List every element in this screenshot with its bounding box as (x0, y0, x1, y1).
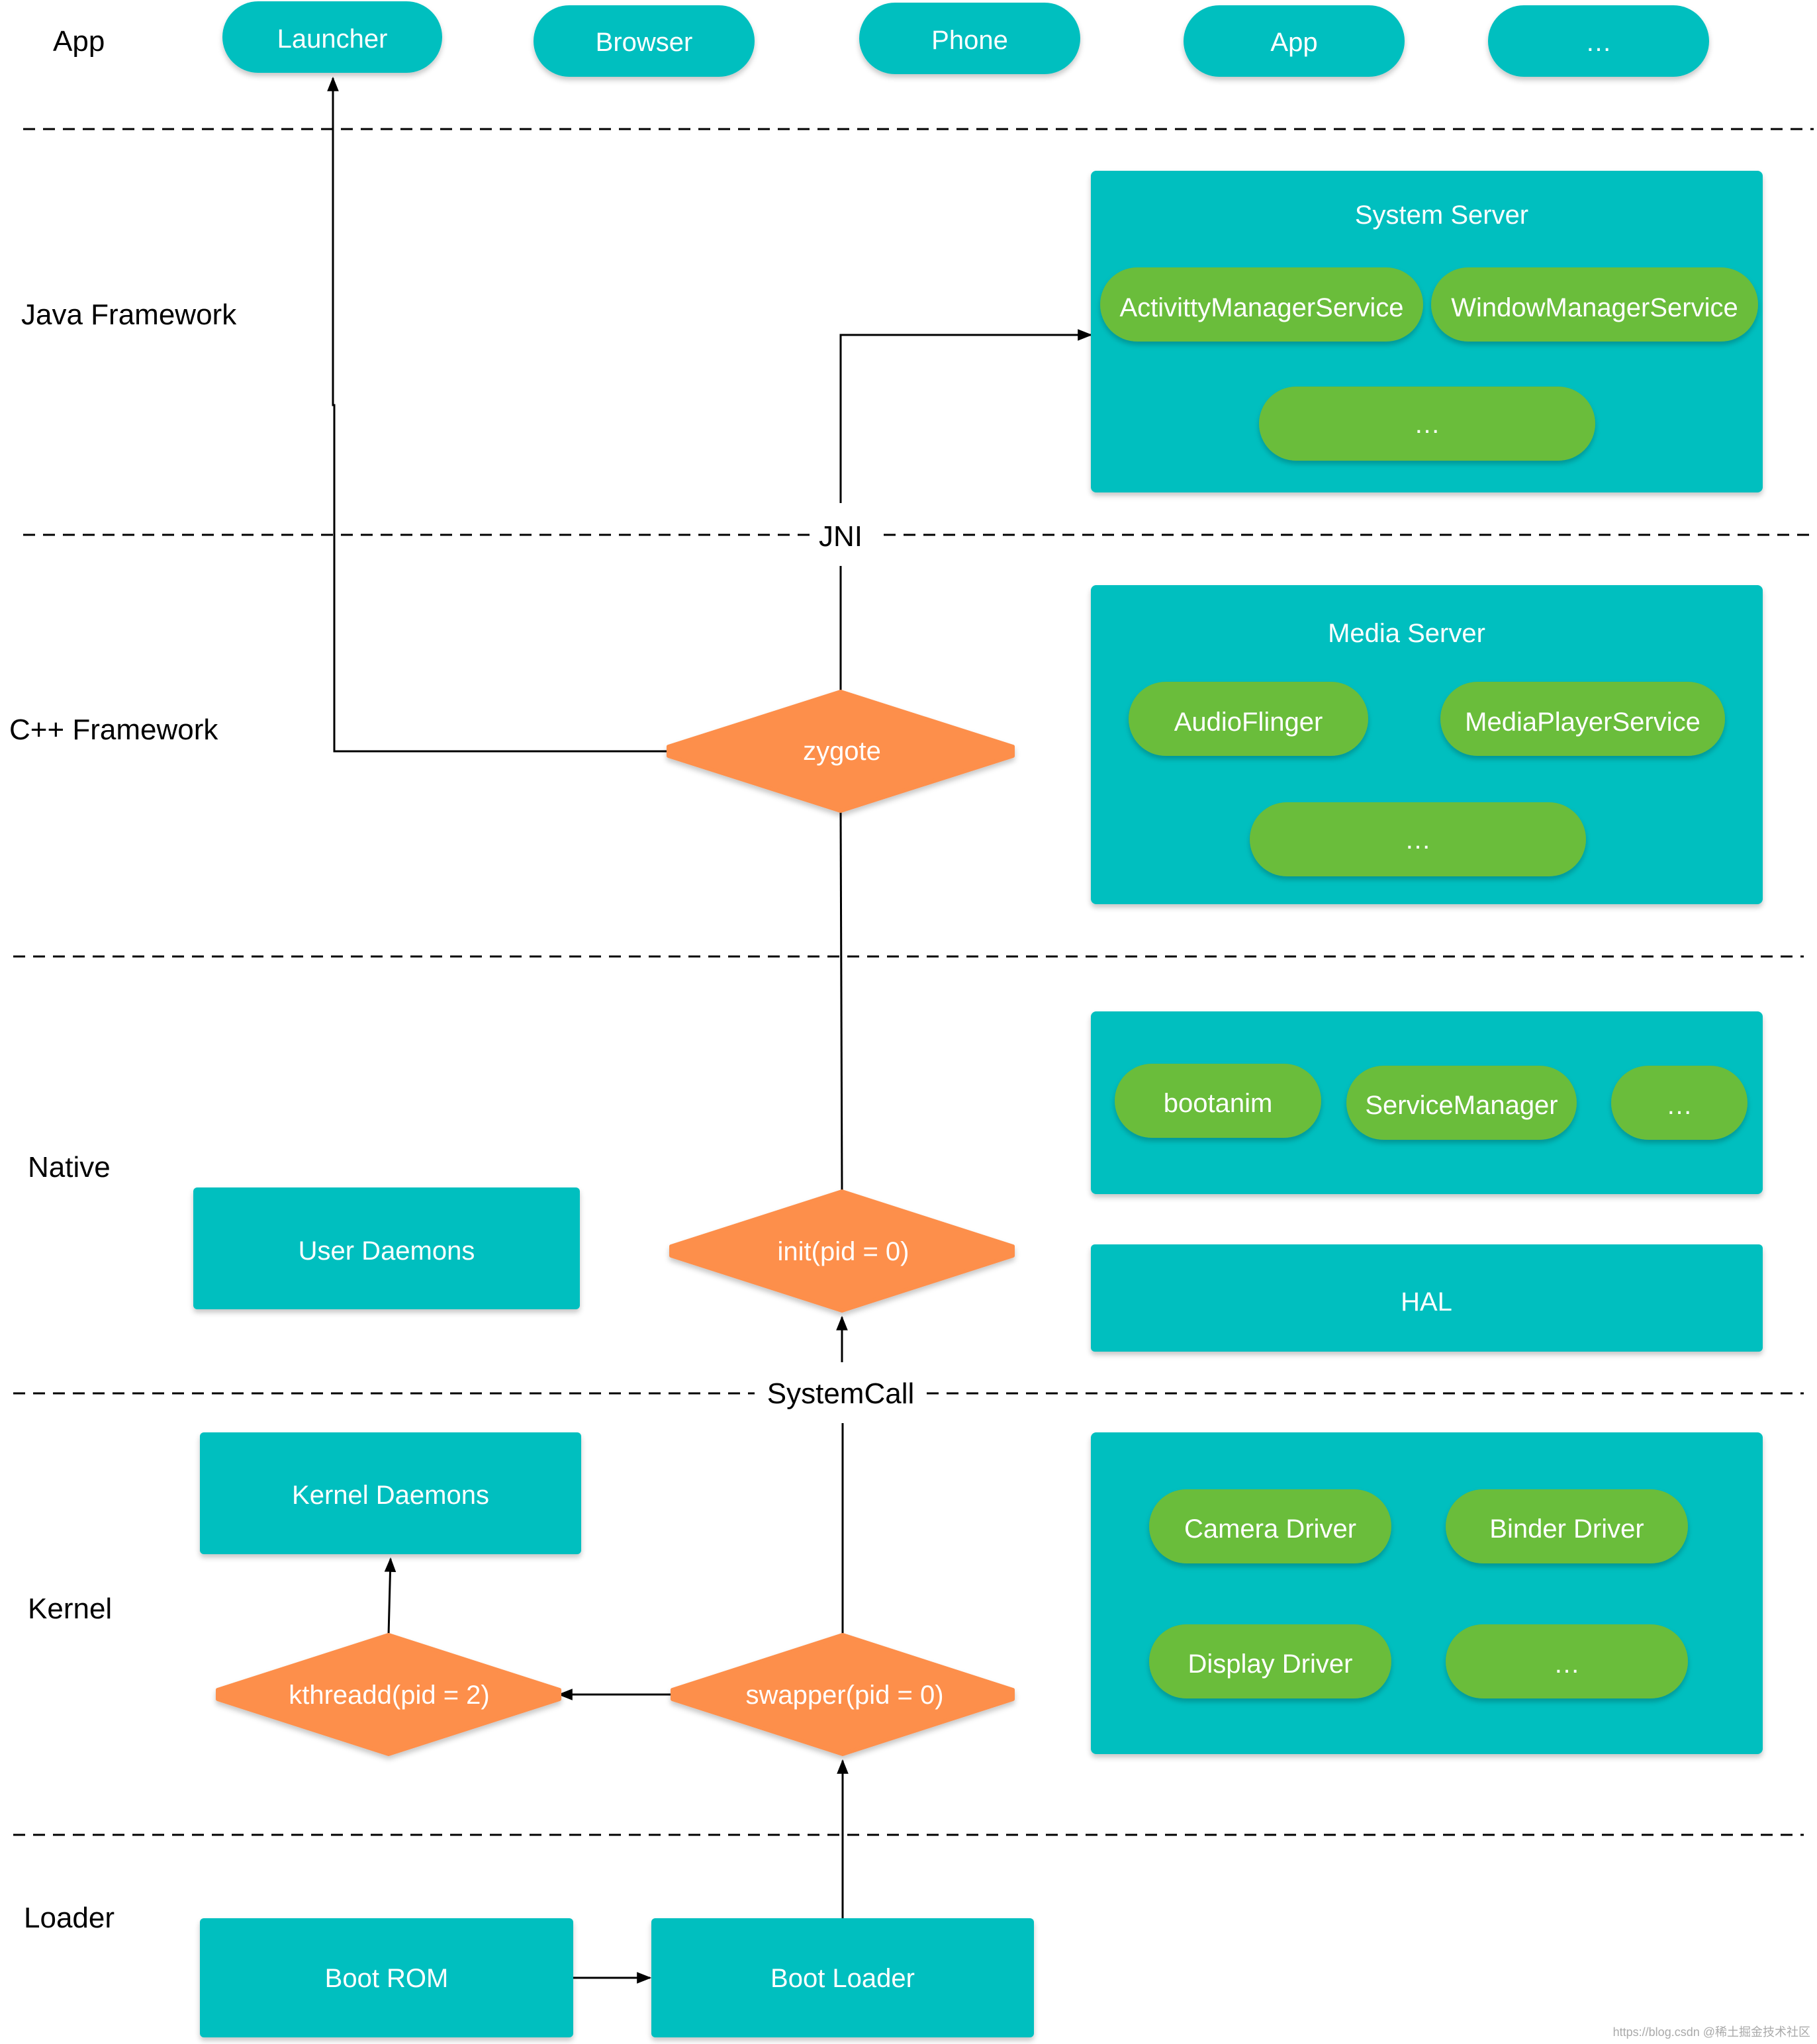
mediaplayerservice-pill[interactable] (1440, 682, 1725, 756)
app-browser-label: Browser (596, 28, 693, 57)
media-server-title: Media Server (1328, 619, 1485, 648)
system-server-container (1091, 171, 1763, 492)
swapper-label: swapper(pid = 0) (745, 1681, 943, 1710)
boot-loader-box[interactable] (651, 1918, 1034, 2037)
layer-label-loader: Loader (24, 1902, 115, 1934)
system-server-box[interactable]: System Server ActivittyManagerService Wi… (1091, 171, 1763, 492)
edge-zygote-to-system-server-upper (839, 329, 1093, 503)
user-daemons-box[interactable] (193, 1187, 580, 1309)
user-daemons-label: User Daemons (299, 1236, 475, 1266)
app-phone-pill[interactable] (859, 3, 1080, 74)
camera-driver-pill[interactable] (1149, 1489, 1391, 1563)
servicemanager-label: ServiceManager (1365, 1091, 1558, 1120)
binder-driver-label: Binder Driver (1489, 1514, 1644, 1544)
servicemanager-pill[interactable] (1346, 1066, 1577, 1140)
bootanim-pill[interactable] (1115, 1064, 1321, 1138)
app-browser-pill[interactable] (534, 5, 755, 77)
system-server-more-pill[interactable] (1259, 387, 1595, 461)
mediaplayerservice-label: MediaPlayerService (1465, 708, 1701, 737)
layer-label-cpp-framework: C++ Framework (9, 714, 218, 746)
boot-rom-label: Boot ROM (325, 1964, 449, 1993)
media-server-box[interactable]: Media Server AudioFlinger MediaPlayerSer… (1091, 585, 1763, 904)
hal-box[interactable] (1091, 1244, 1763, 1352)
system-server-title: System Server (1355, 201, 1528, 230)
layer-separators (13, 128, 1814, 1836)
layer-label-native: Native (28, 1151, 111, 1184)
zygote-diamond[interactable] (667, 690, 1015, 813)
native-services-box[interactable]: bootanim ServiceManager … (1091, 1011, 1763, 1194)
init-diamond[interactable] (669, 1189, 1015, 1313)
audioflinger-pill[interactable] (1129, 682, 1368, 756)
watermark-text: https://blog.csdn @稀土掘金技术社区 (1613, 2025, 1810, 2039)
bootanim-label: bootanim (1164, 1089, 1273, 1118)
display-driver-label: Display Driver (1188, 1649, 1353, 1679)
window-manager-service-label: WindowManagerService (1451, 293, 1738, 322)
native-more-label: … (1666, 1091, 1693, 1120)
native-more-pill[interactable] (1611, 1066, 1747, 1140)
layer-label-kernel: Kernel (28, 1593, 112, 1625)
layer-label-java-framework: Java Framework (21, 299, 237, 331)
app-app-label: App (1270, 28, 1317, 57)
kthreadd-diamond[interactable] (216, 1633, 561, 1756)
process-diamonds (216, 690, 1015, 1756)
camera-driver-label: Camera Driver (1184, 1514, 1356, 1544)
kthreadd-label: kthreadd(pid = 2) (289, 1681, 490, 1710)
window-manager-service-pill[interactable] (1431, 267, 1758, 342)
edge-zygote-to-launcher (327, 76, 670, 753)
binder-driver-pill[interactable] (1446, 1489, 1688, 1563)
kernel-daemons-label: Kernel Daemons (292, 1481, 489, 1510)
edge-init-to-zygote (839, 810, 843, 1192)
media-server-more-label: … (1405, 825, 1431, 855)
app-phone-label: Phone (931, 26, 1008, 55)
activity-manager-service-pill[interactable] (1100, 267, 1423, 342)
system-server-more-label: … (1414, 410, 1440, 439)
drivers-box[interactable]: Camera Driver Binder Driver Display Driv… (1091, 1432, 1763, 1754)
connectors (327, 76, 1093, 1984)
zygote-label: zygote (803, 737, 881, 766)
separator-label-jni: JNI (819, 520, 862, 553)
boot-rom-box[interactable] (200, 1918, 573, 2037)
drivers-more-label: … (1554, 1649, 1580, 1679)
edge-kthreadd-to-kernel-daemons (384, 1557, 396, 1636)
app-launcher-label: Launcher (277, 24, 388, 54)
drivers-container (1091, 1432, 1763, 1754)
app-more-label: … (1585, 28, 1612, 57)
app-more-pill[interactable] (1488, 5, 1709, 77)
display-driver-pill[interactable] (1149, 1624, 1391, 1698)
media-server-more-pill[interactable] (1250, 802, 1586, 876)
kernel-daemons-box[interactable] (200, 1432, 581, 1554)
app-launcher-pill[interactable] (222, 1, 442, 73)
app-row (222, 1, 1709, 77)
layer-label-app: App (53, 25, 105, 58)
boot-loader-label: Boot Loader (770, 1964, 915, 1993)
activity-manager-service-label: ActivittyManagerService (1119, 293, 1403, 322)
drivers-more-pill[interactable] (1446, 1624, 1688, 1698)
audioflinger-label: AudioFlinger (1174, 708, 1323, 737)
hal-label: HAL (1401, 1287, 1452, 1317)
init-label: init(pid = 0) (778, 1237, 909, 1266)
separator-label-systemcall: SystemCall (767, 1377, 915, 1410)
app-app-pill[interactable] (1184, 5, 1405, 77)
swapper-diamond[interactable] (671, 1633, 1015, 1756)
